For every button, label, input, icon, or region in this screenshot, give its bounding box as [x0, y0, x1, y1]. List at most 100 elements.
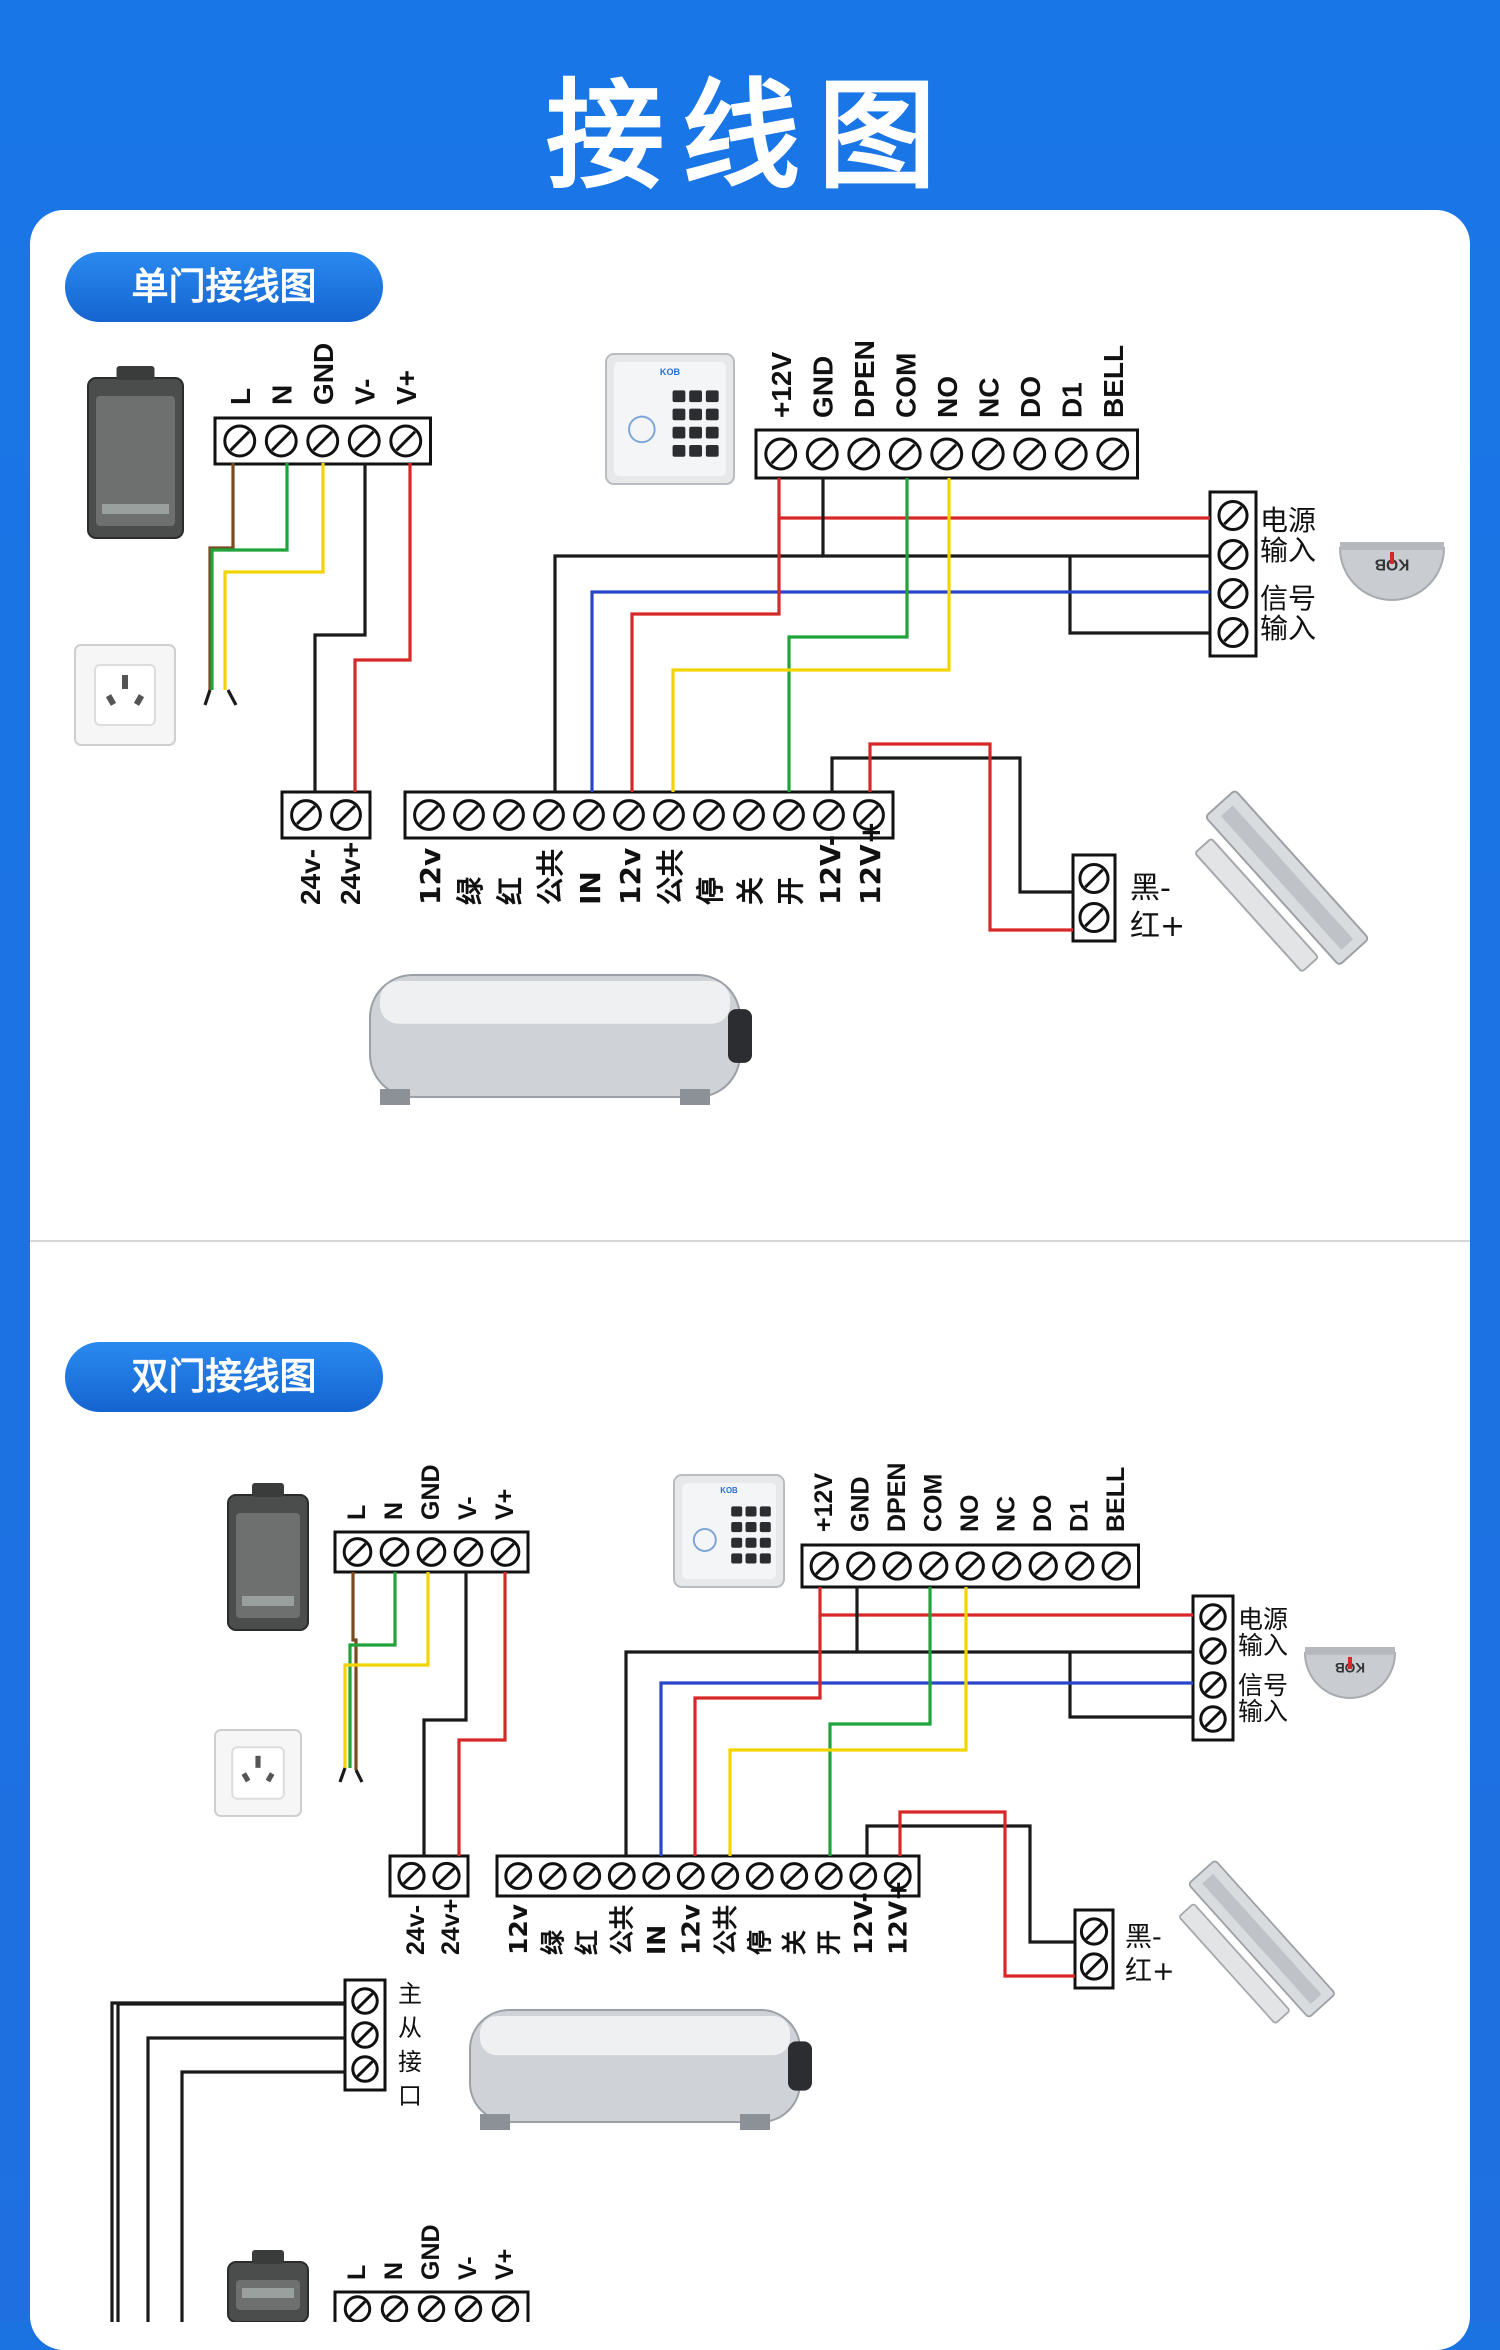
- screw-slot: [496, 1542, 515, 1562]
- single-reader-terminal-label: NC: [974, 378, 1005, 418]
- screw-slot: [1204, 1642, 1222, 1660]
- screw-slot: [1060, 443, 1082, 465]
- terminal-screw: [1078, 862, 1110, 895]
- terminal-screw: [1079, 1952, 1109, 1981]
- terminal-screw: [351, 2055, 379, 2083]
- screw-slot: [1084, 907, 1104, 928]
- screw-slot: [859, 805, 879, 825]
- double-wire-gnd: [348, 1572, 397, 1768]
- terminal-screw: [1217, 499, 1249, 532]
- terminal-screw: [773, 799, 805, 831]
- single-lock-label: 黑-: [1130, 871, 1171, 906]
- sensor-dome: [1303, 1652, 1397, 1699]
- single-sensor-label: 电源: [1260, 504, 1316, 537]
- psu-panel: [236, 1513, 300, 1618]
- screw-slot: [819, 1867, 838, 1885]
- keypad-key: [672, 408, 686, 421]
- screw-slot: [924, 1556, 943, 1576]
- terminal-screw: [453, 799, 485, 831]
- terminal-screw: [342, 1537, 373, 1567]
- single-door-closer: [369, 974, 752, 1105]
- screw-slot: [1102, 443, 1124, 465]
- double-power-terminal-label: N: [380, 1502, 408, 1520]
- single-controller-terminal-label: 公共: [534, 849, 567, 905]
- keypad-key: [731, 1522, 743, 1533]
- socket-pin: [122, 675, 128, 689]
- double-wire-12v-sensor: [818, 1587, 1193, 1617]
- double-wire-12v-ctrl: [693, 1615, 822, 1856]
- single-wire-no: [671, 478, 951, 792]
- terminal-screw: [432, 1861, 461, 1891]
- terminal-screw: [1101, 1551, 1131, 1581]
- screw-slot: [815, 1556, 834, 1576]
- screw-slot: [853, 443, 875, 465]
- terminal-screw: [1078, 901, 1110, 934]
- single-wire-com: [787, 478, 909, 792]
- terminal-screw: [1199, 1603, 1227, 1631]
- armature-plate: [1179, 1903, 1290, 2024]
- closer-foot: [380, 1089, 410, 1105]
- double-reader-terminal-label: +12V: [810, 1473, 838, 1532]
- keypad-key: [745, 1537, 757, 1548]
- terminal-screw: [1054, 437, 1088, 471]
- single-controller-terminal-label: 绿: [454, 876, 487, 905]
- armature-plate: [1195, 838, 1319, 972]
- plug-prong: [338, 1767, 347, 1783]
- single-wire-12v-sensor: [777, 478, 1210, 520]
- single-sensor-label: 输入: [1260, 534, 1316, 567]
- screw-slot: [961, 1556, 980, 1576]
- screw-slot: [750, 1867, 769, 1885]
- double-reader-terminal-label: DO: [1029, 1495, 1057, 1533]
- screw-slot: [353, 430, 375, 452]
- single-reader-terminal-label: DPEN: [849, 340, 880, 418]
- single-sensor-label: 信号: [1260, 582, 1316, 615]
- terminal-screw: [491, 2295, 520, 2322]
- screw-slot: [437, 1867, 456, 1885]
- terminal-screw: [971, 437, 1005, 471]
- double-lock-label: 黑-: [1125, 1922, 1162, 1953]
- terminal-screw: [290, 799, 322, 831]
- terminal-screw: [1079, 1917, 1109, 1946]
- double-reader-terminal-label: GND: [847, 1476, 875, 1532]
- screw-slot: [1204, 1710, 1222, 1728]
- sensor-led: [1348, 1657, 1352, 1669]
- plug-prong: [226, 689, 238, 706]
- screw-slot: [543, 1867, 562, 1885]
- screw-slot: [422, 1542, 441, 1562]
- socket-pin: [105, 694, 117, 706]
- sensor-dome: [1338, 547, 1446, 601]
- screw-slot: [888, 1556, 907, 1576]
- terminal-screw: [397, 1861, 426, 1891]
- sensor-rim: [1305, 1647, 1395, 1655]
- double-link-port-label: 口: [398, 2082, 422, 2110]
- terminal-screw: [1217, 538, 1249, 571]
- single-reader-terminal-label: NO: [932, 376, 963, 418]
- terminal-screw: [653, 799, 685, 831]
- double-controller-terminal-label: 12v: [504, 1904, 533, 1955]
- terminal-screw: [805, 437, 839, 471]
- screw-slot: [1070, 1556, 1089, 1576]
- screw-slot: [1223, 583, 1243, 604]
- keypad-key: [705, 426, 719, 439]
- terminal-screw: [930, 437, 964, 471]
- terminal-screw: [454, 2295, 483, 2322]
- double-wire-sensor-gnd: [1068, 1652, 1193, 1719]
- keypad-brand: KOB: [720, 1486, 738, 1495]
- terminal-screw: [1217, 577, 1249, 610]
- keypad-key: [745, 1506, 757, 1517]
- double-sensor-label: 输入: [1238, 1631, 1288, 1660]
- terminal-screw: [417, 2295, 446, 2322]
- screw-slot: [459, 805, 479, 825]
- screw-slot: [1085, 1922, 1103, 1941]
- terminal-screw: [416, 1537, 447, 1567]
- single-reader-terminal-label: DO: [1015, 376, 1046, 418]
- double-power-terminal-label: V-: [454, 1496, 482, 1520]
- screw-slot: [348, 1542, 367, 1562]
- double-reader-terminal-label: COM: [920, 1474, 948, 1532]
- double-wire-com: [828, 1587, 932, 1856]
- psu-handle: [252, 1483, 284, 1497]
- screw-slot: [356, 2060, 374, 2078]
- double-reader-terminal-label: DPEN: [883, 1463, 911, 1532]
- terminal-screw: [882, 1551, 912, 1581]
- terminal-screw: [347, 424, 381, 458]
